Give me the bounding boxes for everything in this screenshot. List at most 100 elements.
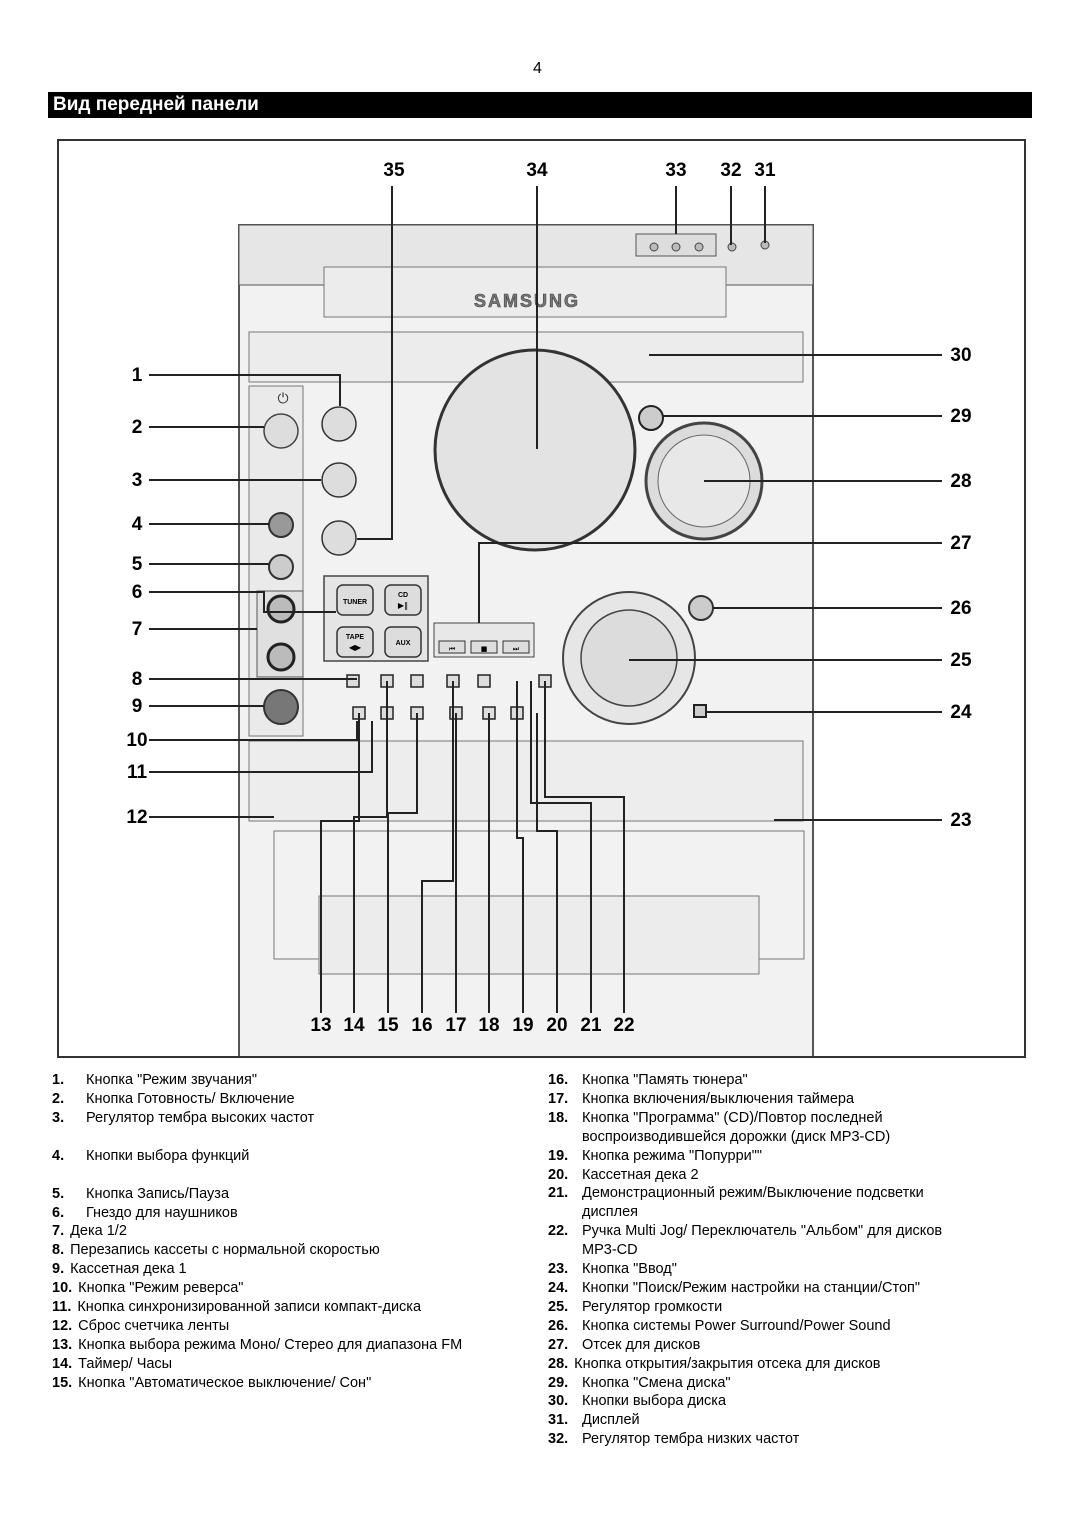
legend-item-number: 22. [548,1223,569,1240]
legend-item-number: 21. [548,1185,569,1202]
brand-logo: SAMSUNG [474,291,580,311]
deck-function-button[interactable] [346,674,360,688]
legend-item-text: Перезапись кассеты с нормальной скорость… [70,1242,380,1259]
legend-item: 24.Кнопки "Поиск/Режим настройки на стан… [548,1279,942,1298]
deck-function-button[interactable] [410,674,424,688]
legend-item-text: Кнопка "Автоматическое выключение/ Сон" [78,1374,372,1391]
legend-item-text: Кнопка включения/выключения таймера [582,1090,855,1107]
legend-item: 5.Кнопка Запись/Пауза [52,1185,462,1204]
legend-item-number: 16. [548,1072,569,1088]
disc-window [433,348,637,552]
deck-function-button[interactable] [477,674,491,688]
treble-knob[interactable] [321,462,357,498]
legend-item-number: 31. [548,1412,569,1429]
callout-4: 4 [132,514,143,535]
callout-21: 21 [580,1015,602,1036]
page-number: 4 [533,60,542,77]
sound-mode-button[interactable] [321,406,357,442]
deck-1-2-switch-b[interactable] [266,642,296,672]
legend-item: 31. Дисплей [548,1411,942,1430]
legend-item: 12.Сброс счетчика ленты [52,1317,462,1336]
legend-item: 3.Регулятор тембра высоких частот [52,1109,462,1128]
legend-item-text: Дисплей [582,1412,640,1429]
tuner-button[interactable] [336,584,374,616]
legend-gap [52,1166,462,1185]
callout-7: 7 [132,619,143,640]
leader-line [353,681,388,1013]
legend-item-text: Регулятор тембра высоких частот [86,1109,315,1126]
aux-button-label: AUX [396,640,411,647]
callout-31: 31 [754,160,776,181]
legend-item: 22.Ручка Multi Jog/ Переключатель "Альбо… [548,1222,942,1241]
legend-item: 13. Кнопка выбора режима Моно/ Стерео для… [52,1336,462,1355]
skip-forward-button[interactable] [502,640,530,654]
legend-item: 27.Отсек для дисков [548,1336,942,1355]
callout-17: 17 [445,1015,466,1036]
legend-item: 21. Демонстрационный режим/Выключение под… [548,1184,942,1203]
stop-button[interactable] [470,640,498,654]
legend-item-text: Кнопка открытия/закрытия отсека для диск… [574,1355,881,1372]
legend-item-text: Отсек для дисков [582,1336,701,1353]
legend-item: 15.Кнопка "Автоматическое выключение/ Со… [52,1374,462,1393]
bass-knob[interactable] [321,520,357,556]
legend-item: 32.Регулятор тембра низких частот [548,1430,942,1449]
callout-30: 30 [950,345,971,366]
headphone-jack[interactable] [268,512,294,538]
legend-item: 2.Кнопка Готовность/ Включение [52,1090,462,1109]
search-tuning-stop-button[interactable] [693,704,707,718]
front-panel-diagram: SAMSUNG ⏻ TUNER CD ▶‖ [126,160,972,1056]
legend-item-text: Кнопка синхронизированной записи компакт… [77,1299,422,1316]
leader-line [149,721,358,741]
legend-item: 9. Кассетная дека 1 [52,1260,462,1279]
legend-item-number: 8. [52,1242,65,1259]
callout-18: 18 [478,1015,499,1036]
legend-item-number: 26. [548,1317,569,1334]
legend-item-number: 4. [52,1147,65,1164]
power-button[interactable] [263,413,299,449]
deck-1-button[interactable] [263,689,299,725]
legend-item: 16.Кнопка "Память тюнера" [548,1071,942,1090]
legend-item-number: 29. [548,1374,569,1391]
callout-6: 6 [132,582,143,603]
callout-3: 3 [132,470,143,491]
callout-28: 28 [950,471,971,492]
deck-1-2-switch-a[interactable] [266,594,296,624]
legend-item-number: 6. [52,1204,65,1221]
legend-item-number: 23. [548,1261,569,1278]
leader-line [357,186,393,540]
tuner-button-label: TUNER [343,599,367,606]
disc-change-button[interactable] [638,405,664,431]
callout-5: 5 [132,554,143,575]
callout-22: 22 [613,1015,634,1036]
legend-item: 11. Кнопка синхронизированной записи комп… [52,1298,462,1317]
legend-item-number: 13. [52,1336,73,1353]
callout-33: 33 [665,160,686,181]
skip-back-button[interactable] [438,640,466,654]
legend-item: 8. Перезапись кассеты с нормальной скорос… [52,1241,462,1260]
aux-button[interactable] [384,626,422,658]
legend-right: 16.Кнопка "Память тюнера"17. Кнопка включ… [548,1071,942,1449]
power-surround-button[interactable] [688,595,714,621]
legend-item-text: Демонстрационный режим/Выключение подсве… [582,1185,924,1202]
legend-item-number: 9. [52,1261,65,1278]
legend-item-continuation: дисплея [582,1204,639,1221]
record-pause-button[interactable] [268,554,294,580]
legend-item-number: 30. [548,1393,569,1410]
cd-button[interactable] [384,584,422,616]
legend-item-number: 32. [548,1431,569,1448]
legend-item-text: Кнопка "Режим реверса" [78,1280,244,1297]
legend-item-number: 17. [548,1090,569,1107]
legend-item-text: Кнопка выбора режима Моно/ Стерео для ди… [78,1336,463,1353]
legend-item-number: 11. [52,1299,72,1316]
callout-14: 14 [343,1015,365,1036]
legend-item-number: 14. [52,1355,73,1372]
tape-button[interactable] [336,626,374,658]
legend-item-text: Кнопка "Режим звучания" [86,1072,258,1088]
callout-35: 35 [383,160,405,181]
legend-item-number: 18. [548,1109,569,1126]
legend-item-number: 1. [52,1072,65,1088]
leader-line [320,713,360,1013]
play-pause-icon: ▶‖ [398,601,408,610]
legend-item-text: Кассетная дека 1 [70,1261,187,1278]
legend-item: 19.Кнопка режима "Попурри"" [548,1147,942,1166]
